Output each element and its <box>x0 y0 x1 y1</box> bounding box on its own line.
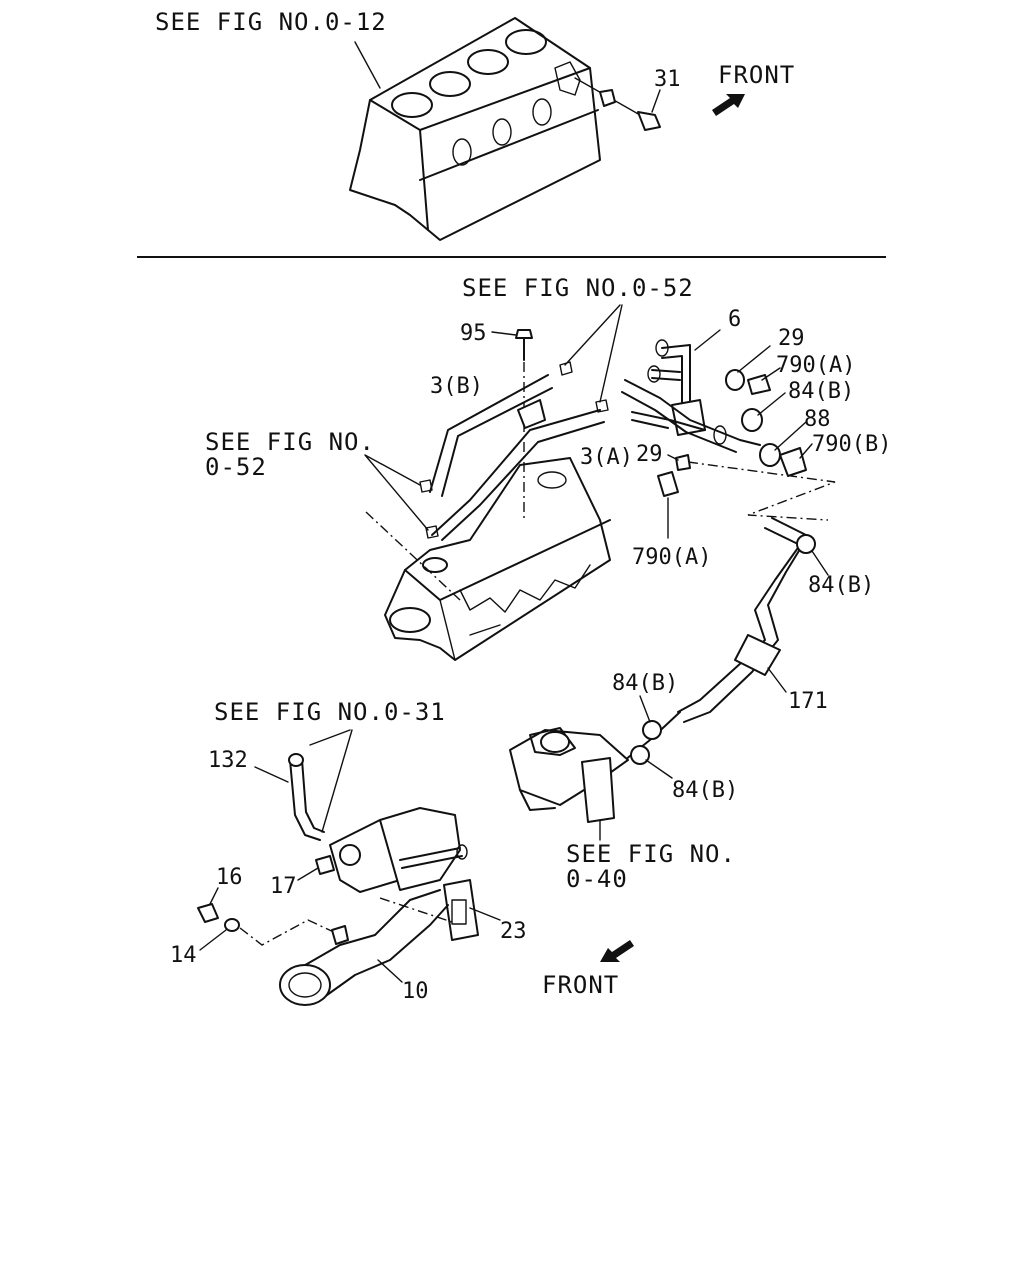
part-label-3b: 3(B) <box>430 374 483 399</box>
part-label-23: 23 <box>500 919 527 944</box>
leader-16 <box>209 887 219 905</box>
front-label-top: FRONT <box>718 61 795 89</box>
leader-29-top <box>737 345 771 373</box>
leader-790a-top <box>761 367 781 381</box>
front-arrow-top <box>712 94 745 116</box>
hose-clamps <box>630 534 816 765</box>
part-label-29-top: 29 <box>778 326 805 351</box>
leader-95 <box>491 331 517 336</box>
leader-23 <box>469 907 501 921</box>
clip-marks <box>419 361 609 539</box>
engine-block-drawing <box>349 17 601 241</box>
bolts-small <box>197 855 335 932</box>
part-label-88: 88 <box>804 407 831 432</box>
part-label-790a-top: 790(A) <box>776 353 855 378</box>
leader-88 <box>774 421 807 451</box>
part-label-17: 17 <box>270 874 297 899</box>
ref-fig-0-52-left-a: SEE FIG NO. <box>205 428 375 456</box>
leader-fig-0-52-left <box>364 454 429 531</box>
ref-fig-0-40-b: 0-40 <box>566 865 628 893</box>
tube-3b-drawing <box>429 374 553 497</box>
part-label-31: 31 <box>654 67 681 92</box>
part-label-132: 132 <box>208 748 248 773</box>
part-label-6: 6 <box>728 307 741 332</box>
leader-84b-right <box>809 547 829 576</box>
part-label-790b: 790(B) <box>812 432 891 457</box>
part-label-14: 14 <box>170 943 197 968</box>
leader-790b <box>799 443 813 459</box>
part-label-171: 171 <box>788 689 828 714</box>
part-label-84b-top: 84(B) <box>788 379 854 404</box>
leader-17 <box>297 867 319 881</box>
fittings-mid <box>657 454 691 497</box>
part-label-29-mid: 29 <box>636 442 663 467</box>
leader-14-dash <box>239 919 341 946</box>
part-label-790a-low: 790(A) <box>632 545 711 570</box>
leader-84b-top <box>757 392 786 416</box>
group-boundary <box>365 461 836 601</box>
bolt-95-drawing <box>515 329 546 520</box>
heater-unit-drawing <box>509 727 629 823</box>
leader-14 <box>199 929 227 951</box>
leader-6 <box>694 329 721 351</box>
pipe-10-drawing <box>279 889 449 1006</box>
ref-fig-0-52-left-b: 0-52 <box>205 453 267 481</box>
leader-84b-bottom <box>645 759 673 779</box>
leader-fig-0-31 <box>309 729 353 833</box>
front-label-bottom: FRONT <box>542 971 619 999</box>
part-label-84b-right: 84(B) <box>808 573 874 598</box>
ref-fig-0-12: SEE FIG NO.0-12 <box>155 8 387 36</box>
leader-10 <box>377 959 403 983</box>
leader-84b-left <box>639 695 651 723</box>
leader-top-block <box>354 41 381 89</box>
front-arrow-bottom <box>600 940 634 962</box>
leader-29-mid <box>667 454 679 461</box>
tube-3a-drawing <box>431 409 605 541</box>
part-label-95: 95 <box>460 321 487 346</box>
ref-fig-0-31: SEE FIG NO.0-31 <box>214 698 446 726</box>
leader-171 <box>767 667 787 693</box>
leader-31 <box>651 89 661 113</box>
ref-fig-0-52-top: SEE FIG NO.0-52 <box>462 274 694 302</box>
part-label-10: 10 <box>402 979 429 1004</box>
cylinder-head-drawing <box>384 457 611 661</box>
part-label-3a: 3(A) <box>580 445 633 470</box>
ref-fig-0-40-a: SEE FIG NO. <box>566 840 736 868</box>
leader-fig-0-52-top <box>564 304 623 403</box>
leader-23-dash <box>379 897 453 923</box>
bolt-31-drawing <box>574 77 661 131</box>
thermostat-drawing <box>288 753 479 941</box>
part-label-16: 16 <box>216 865 243 890</box>
leader-132 <box>254 766 289 783</box>
part-label-84b-bottom: 84(B) <box>672 778 738 803</box>
part-label-84b-left: 84(B) <box>612 671 678 696</box>
pipe-6-drawing <box>621 339 761 453</box>
